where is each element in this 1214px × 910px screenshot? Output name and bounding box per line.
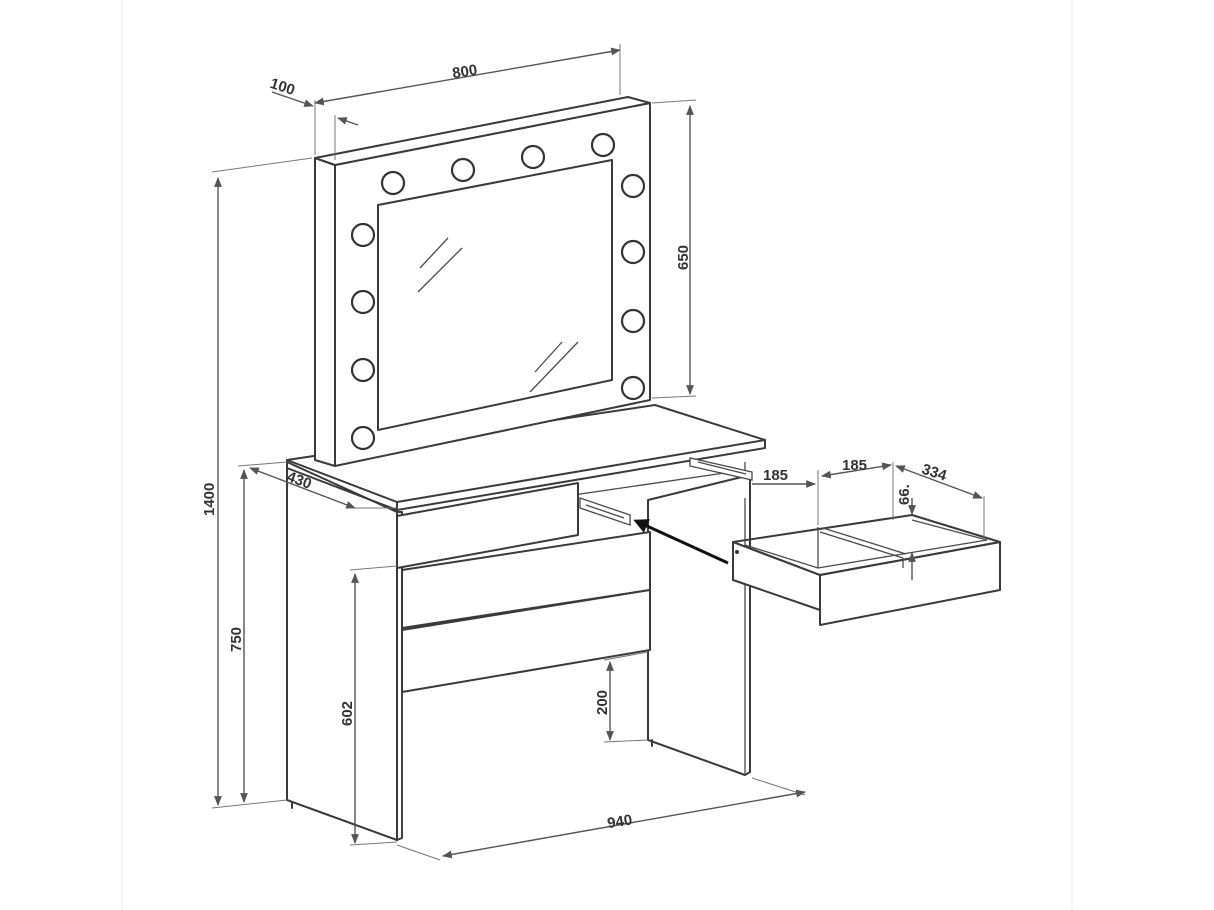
- dim-table-width: 940: [606, 812, 633, 833]
- bulb-icon: [620, 239, 646, 265]
- bulb-icon: [590, 132, 616, 158]
- bulb-icon: [380, 170, 406, 196]
- glass-reflection: [417, 237, 579, 393]
- dim-shelf-clearance: 200: [594, 690, 611, 715]
- dim-leg-height: 602: [339, 701, 356, 726]
- bulb-icon: [520, 144, 546, 170]
- bulb-icon: [620, 173, 646, 199]
- table-body: [286, 404, 766, 841]
- page-guides: [121, 0, 1073, 910]
- dimension-lines: [211, 44, 985, 861]
- bulb-icon: [350, 289, 376, 315]
- mirror-bulbs: [350, 132, 646, 451]
- dimension-labels: 800 100 1400 750 650 430 602 200 940 185…: [201, 62, 949, 833]
- lower-panel: [401, 589, 651, 693]
- mirror-glass: [377, 159, 613, 431]
- dim-drawer-width-b: 185: [842, 457, 867, 474]
- top-drawer-front: [396, 482, 579, 569]
- dim-drawer-height: 66.: [896, 484, 913, 505]
- bulb-icon: [620, 375, 646, 401]
- dim-mirror-height: 650: [675, 245, 692, 270]
- bulb-icon: [620, 308, 646, 334]
- bulb-icon: [350, 222, 376, 248]
- dim-table-height: 750: [228, 627, 245, 652]
- dim-mirror-width: 800: [451, 62, 478, 83]
- bulb-icon: [350, 357, 376, 383]
- drawer-pointer-arrow: [633, 519, 729, 565]
- dim-drawer-width-a: 185: [763, 467, 788, 484]
- dim-total-height: 1400: [201, 483, 218, 516]
- front-drawers: [396, 482, 651, 838]
- drawer-detail: [732, 514, 1001, 626]
- mirror: [314, 96, 651, 467]
- dim-drawer-depth: 334: [920, 461, 950, 485]
- bulb-icon: [350, 425, 376, 451]
- dim-mirror-depth: 100: [268, 75, 297, 99]
- bulb-icon: [450, 157, 476, 183]
